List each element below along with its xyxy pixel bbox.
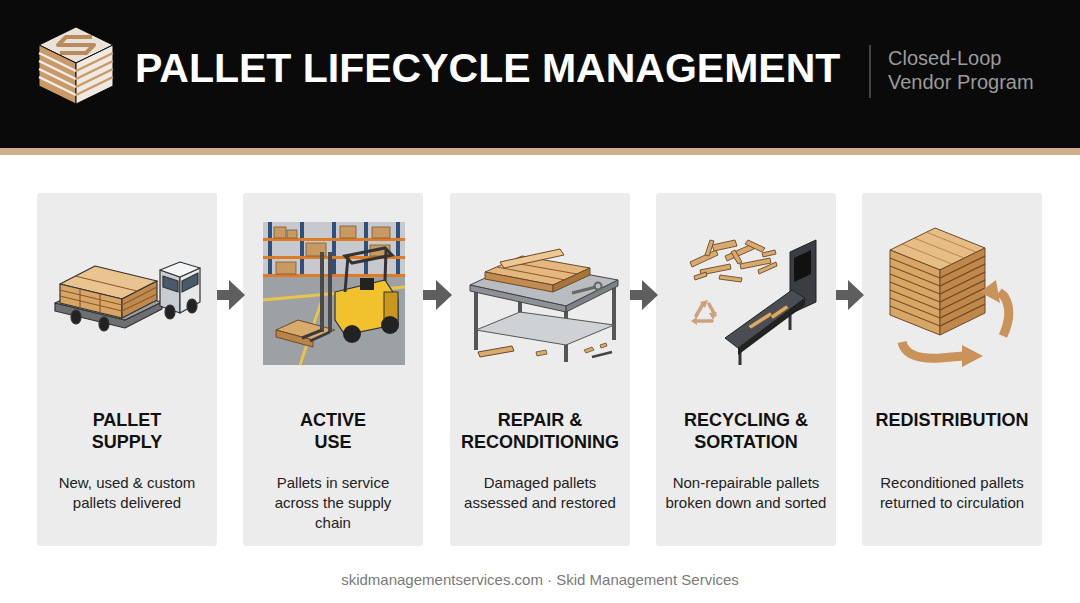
- flow-arrow: [836, 290, 850, 300]
- stage-description: Reconditioned pallets returned to circul…: [866, 473, 1038, 513]
- logo-cube: [39, 27, 113, 104]
- logo-cube: [39, 45, 76, 104]
- stage-description: Damaged pallets assessed and restored: [458, 473, 623, 513]
- logo-cube: [39, 27, 113, 63]
- stage-card: RECYCLING & SORTATION Non-repairable pall…: [656, 193, 836, 546]
- stage-card: PALLET SUPPLY New, used & custom pallets …: [37, 193, 217, 546]
- stage-description: Non-repairable pallets broken down and s…: [664, 473, 829, 513]
- stage-heading: REDISTRIBUTION: [865, 409, 1039, 431]
- header-divider: [869, 45, 871, 98]
- header-stripe: [0, 148, 1080, 155]
- stage-card: REDISTRIBUTION Reconditioned pallets retu…: [862, 193, 1042, 546]
- logo-cube: [76, 53, 113, 95]
- stage-card: ACTIVE USE Pallets in service across the …: [243, 193, 423, 546]
- stage-description: Pallets in service across the supply cha…: [268, 473, 398, 533]
- stage-heading: PALLET SUPPLY: [77, 409, 177, 453]
- stage-heading: REPAIR & RECONDITIONING: [454, 409, 626, 453]
- logo-cube: [39, 53, 76, 95]
- logo-cube: [58, 37, 94, 53]
- stage-description: New, used & custom pallets delivered: [47, 473, 207, 513]
- subtitle-label: Closed-Loop Vendor Program: [888, 46, 1038, 94]
- flow-arrow: [423, 290, 438, 300]
- stage-heading: ACTIVE USE: [283, 409, 383, 453]
- flow-arrow: [217, 290, 231, 300]
- stage-card: REPAIR & RECONDITIONING Damaged pallets a…: [450, 193, 630, 546]
- footer-caption: skidmanagementservices.com · Skid Manage…: [0, 570, 1080, 590]
- stage-heading: RECYCLING & SORTATION: [660, 409, 832, 453]
- flow-arrow: [630, 290, 644, 300]
- logo-cube: [76, 45, 113, 104]
- page-title: PALLET LIFECYCLE MANAGEMENT: [135, 44, 840, 92]
